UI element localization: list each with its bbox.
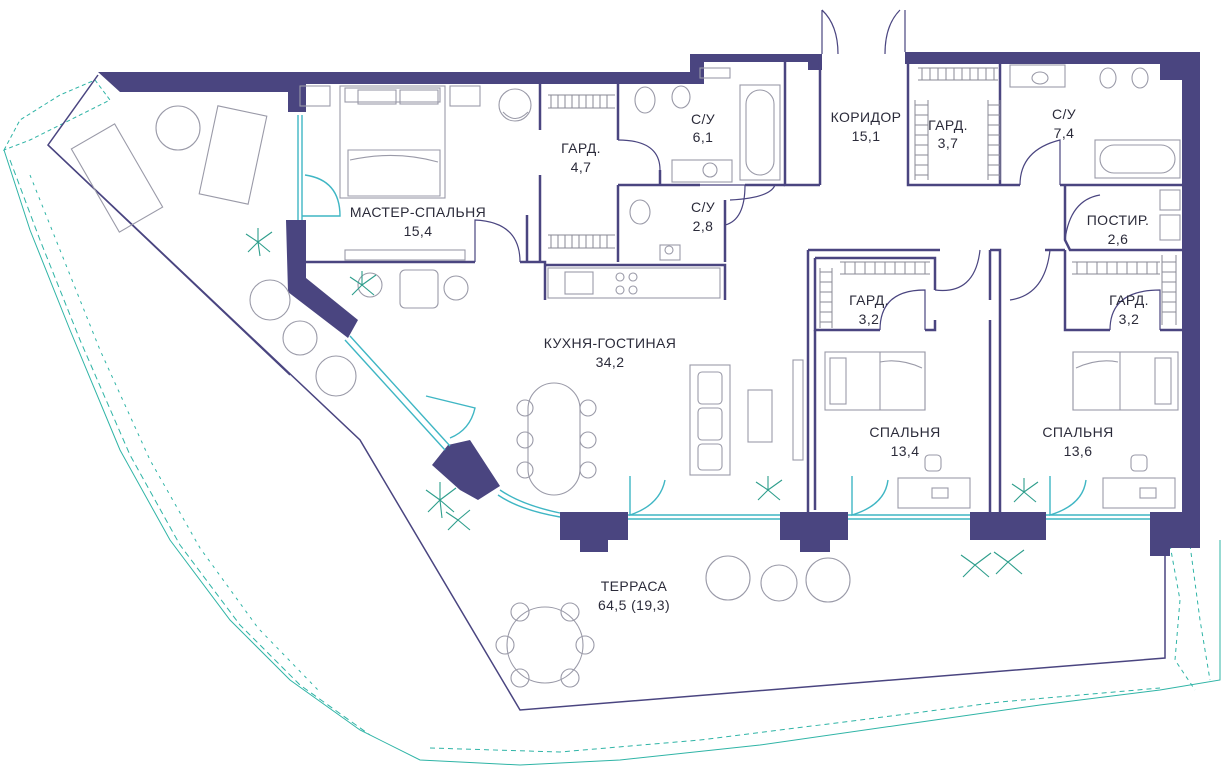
glazing [297,115,1150,520]
room-name-corridor: КОРИДОР [831,109,902,125]
room-area-corridor: 15,1 [852,128,881,144]
landscape-greenery [2,79,1221,766]
room-area-master-bedroom: 15,4 [404,223,433,239]
room-name-bathroom-main: С/У [691,111,715,127]
room-name-wardrobe-bedroom2: ГАРД. [1109,292,1149,308]
room-name-wardrobe-bedroom1: ГАРД. [849,292,889,308]
room-area-bedroom1: 13,4 [891,443,920,459]
interior-walls [306,62,1182,512]
room-area-wardrobe-bedroom2: 3,2 [1119,311,1140,327]
room-area-wardrobe-corridor: 3,7 [938,135,959,151]
room-name-bathroom-small: С/У [691,199,715,215]
room-area-bathroom-small: 2,8 [693,218,714,234]
room-area-bedroom2: 13,6 [1064,443,1093,459]
terrace-outline [47,74,1166,711]
room-name-master-bedroom: МАСТЕР-СПАЛЬНЯ [350,204,486,220]
room-name-bathroom-right: С/У [1052,106,1076,122]
room-name-bedroom2: СПАЛЬНЯ [1042,424,1113,440]
furniture [70,64,1181,688]
room-area-terrace: 64,5 (19,3) [598,597,670,613]
wardrobe-racks [548,67,1177,328]
room-area-bathroom-right: 7,4 [1054,125,1075,141]
room-name-wardrobe-corridor: ГАРД. [928,117,968,133]
doors [474,9,1161,331]
room-area-bathroom-main: 6,1 [693,129,714,145]
room-area-laundry: 2,6 [1108,231,1129,247]
plants [245,228,1039,578]
room-labels: МАСТЕР-СПАЛЬНЯ 15,4 ГАРД. 4,7 С/У 6,1 С/… [350,106,1149,613]
room-name-wardrobe-master: ГАРД. [561,140,601,156]
room-area-wardrobe-master: 4,7 [571,159,592,175]
room-name-kitchen-living: КУХНЯ-ГОСТИНАЯ [544,335,677,351]
room-area-wardrobe-bedroom1: 3,2 [859,311,880,327]
room-area-kitchen-living: 34,2 [596,354,625,370]
room-name-terrace: ТЕРРАСА [601,578,668,594]
room-name-bedroom1: СПАЛЬНЯ [869,424,940,440]
room-name-laundry: ПОСТИР. [1087,212,1150,228]
exterior-walls [98,52,1200,556]
